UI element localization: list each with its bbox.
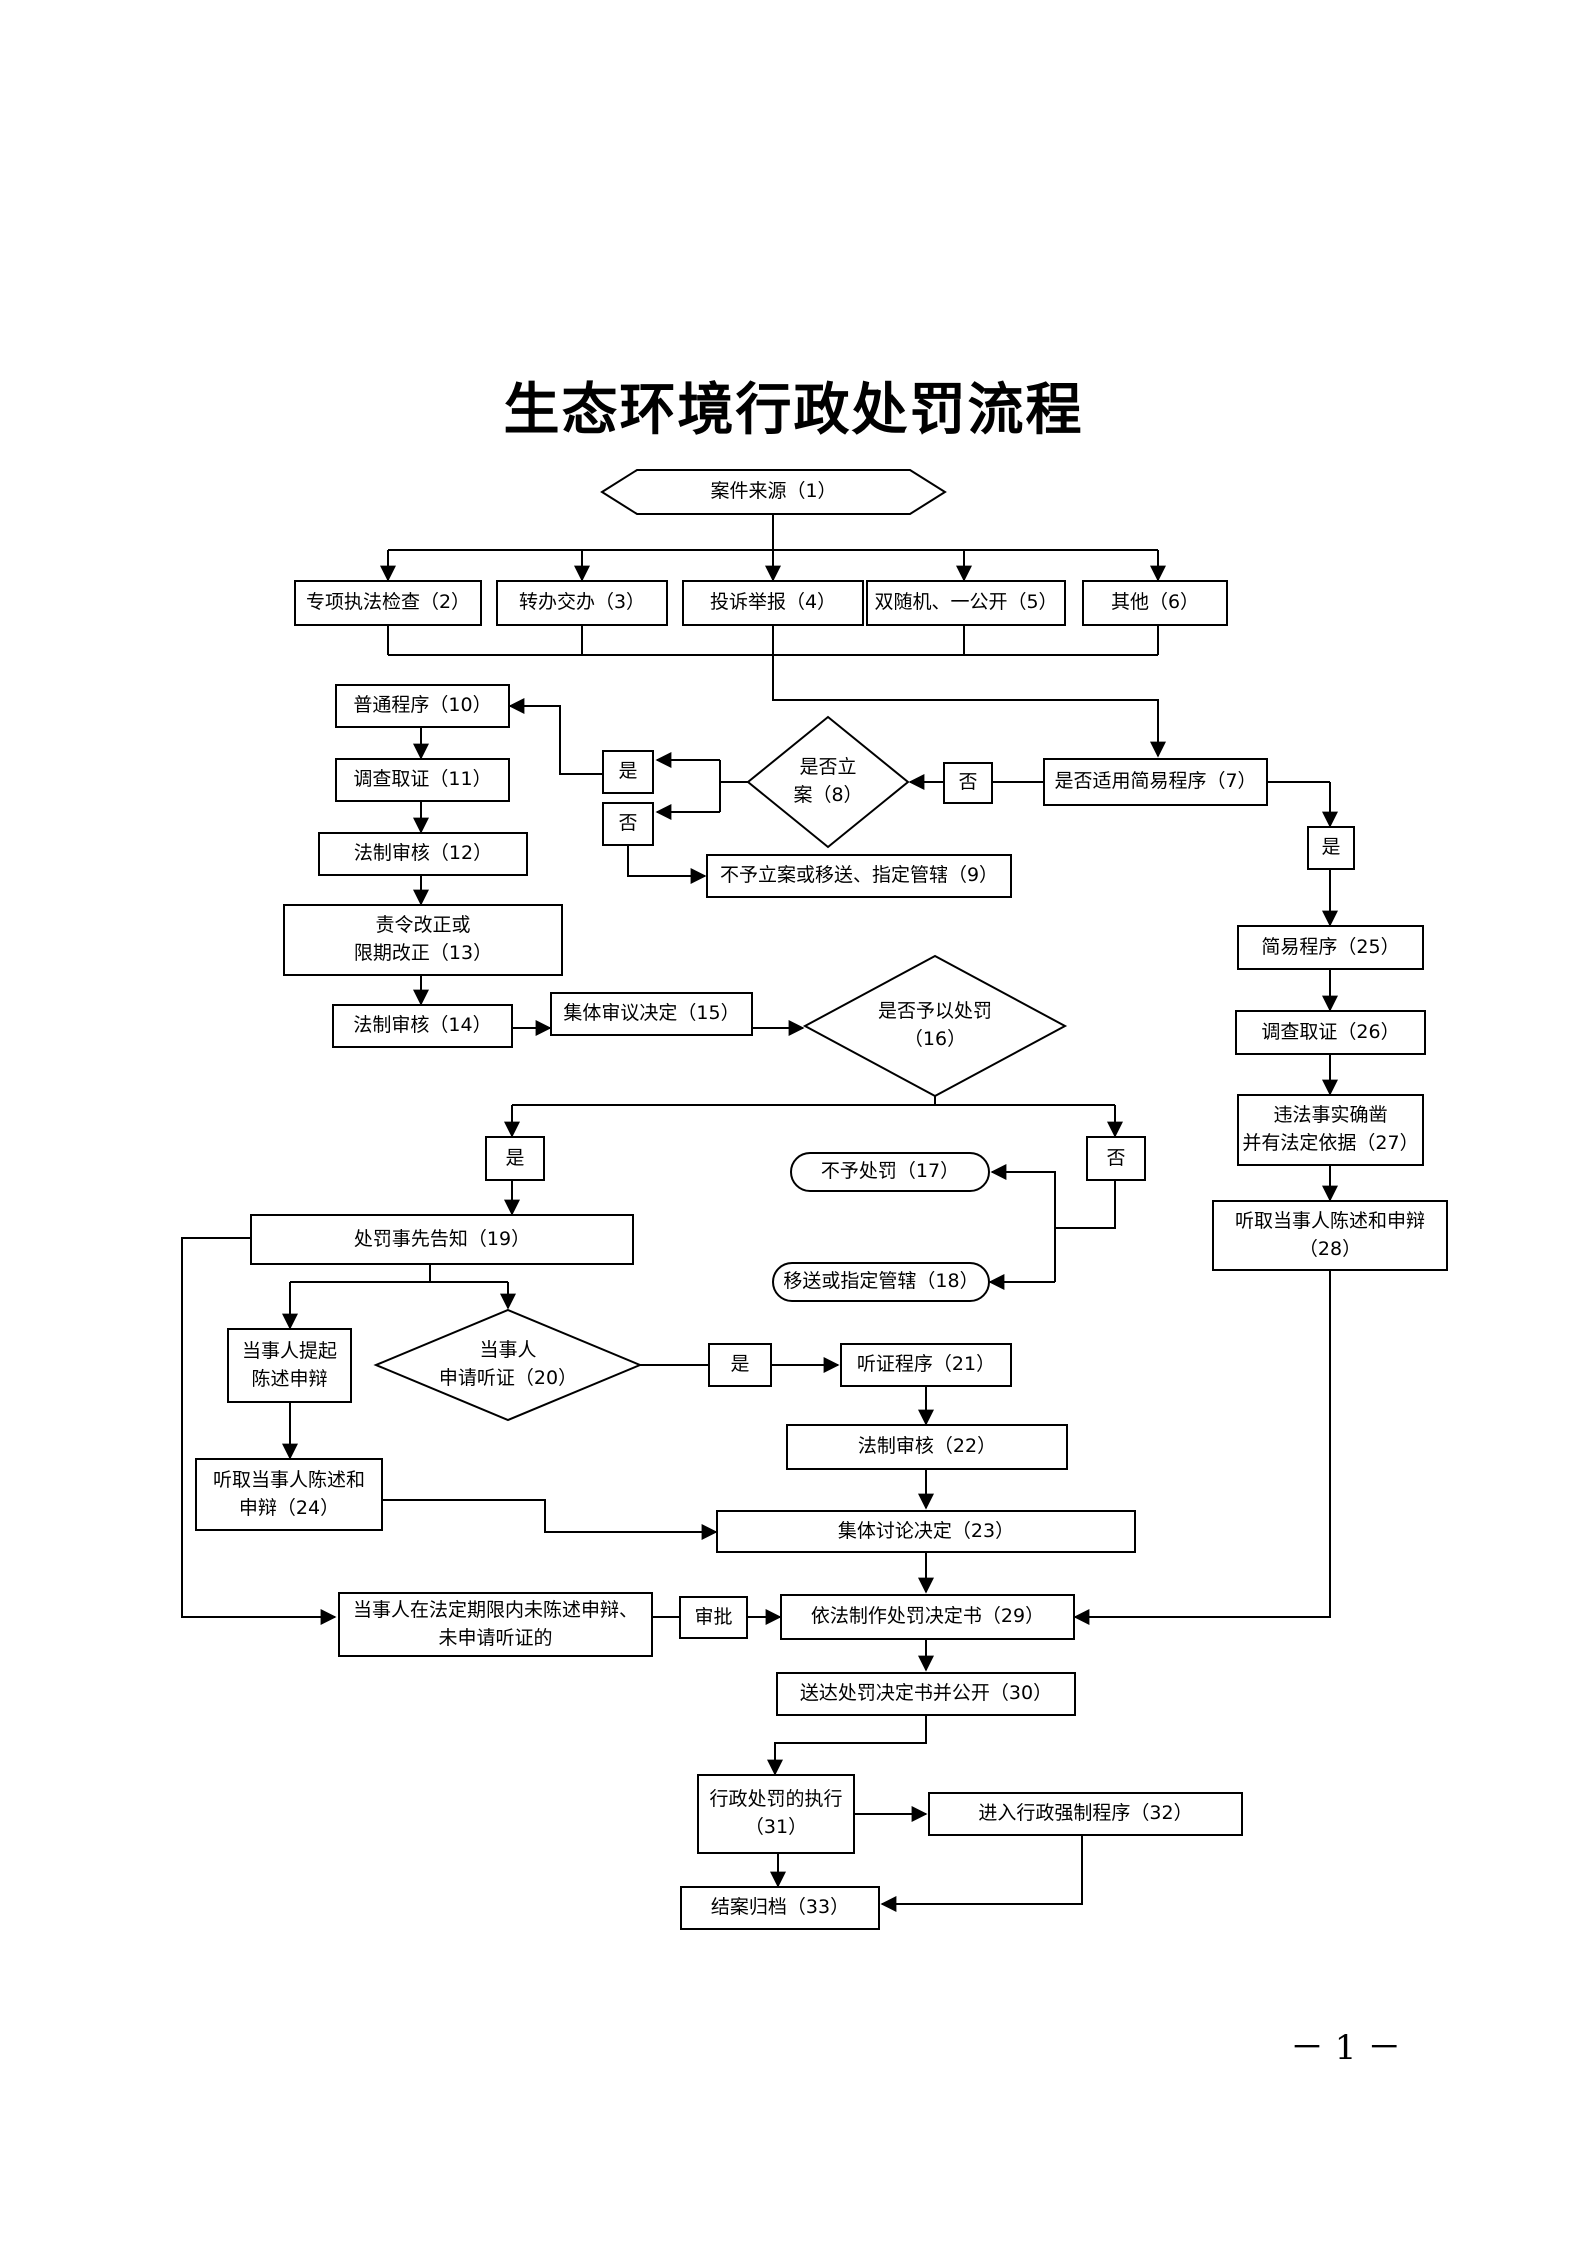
page-number: － 1 － <box>1290 2028 1402 2068</box>
node-simple-procedure: 简易程序（25） <box>1237 925 1424 970</box>
node-no-penalty: 不予处罚（17） <box>790 1152 990 1192</box>
node-hearing-procedure: 听证程序（21） <box>840 1343 1012 1387</box>
node-legal-review-22: 法制审核（22） <box>786 1424 1068 1470</box>
node-other: 其他（6） <box>1082 580 1228 626</box>
node-facts-confirmed: 违法事实确凿 并有法定依据（27） <box>1237 1094 1424 1166</box>
connector-yes-to-10 <box>508 698 602 775</box>
connectors <box>181 469 1338 1912</box>
node-double-random: 双随机、一公开（5） <box>866 580 1066 626</box>
node-execution: 行政处罚的执行 （31） <box>697 1774 855 1854</box>
label-approve: 审批 <box>679 1596 748 1639</box>
label-no-7: 否 <box>943 762 993 804</box>
connector-no-bracket <box>1055 1181 1116 1229</box>
node-party-statement: 当事人提起 陈述申辩 <box>227 1328 352 1403</box>
node-prior-notice: 处罚事先告知（19） <box>250 1214 634 1265</box>
node-hearing-request: 当事人 申请听证（20） <box>438 1339 578 1389</box>
arrow-32-33 <box>880 1836 1083 1912</box>
label-no-8: 否 <box>602 802 654 846</box>
node-enforcement: 进入行政强制程序（32） <box>928 1792 1243 1836</box>
hexagon-shape-1 <box>600 469 947 515</box>
node-deliver-decision: 送达处罚决定书并公开（30） <box>776 1672 1076 1716</box>
node-complaint-report: 投诉举报（4） <box>682 580 864 626</box>
node-legal-review-12: 法制审核（12） <box>318 832 528 876</box>
node-transfer-jurisdiction: 移送或指定管辖（18） <box>772 1262 990 1302</box>
node-simple-procedure-check: 是否适用简易程序（7） <box>1043 758 1268 806</box>
node-case-source: 案件来源（1） <box>710 480 837 503</box>
arrow-30-31 <box>767 1716 927 1776</box>
arrow-28-29 <box>1073 1271 1331 1625</box>
arrow-24-23 <box>383 1499 718 1540</box>
node-legal-review-14: 法制审核（14） <box>332 1004 513 1048</box>
connector-no-to-9 <box>627 844 707 884</box>
node-collective-review-15: 集体审议决定（15） <box>550 992 753 1036</box>
page-title: 生态环境行政处罚流程 <box>503 377 1084 443</box>
node-register-check: 是否立 案（8） <box>793 756 863 806</box>
label-yes-7: 是 <box>1307 826 1355 870</box>
label-yes-20: 是 <box>708 1343 772 1387</box>
arrow-to-17 <box>990 1164 1056 1282</box>
node-investigation-26: 调查取证（26） <box>1235 1010 1426 1055</box>
node-penalty-decision: 依法制作处罚决定书（29） <box>780 1594 1075 1640</box>
node-hear-statement-24: 听取当事人陈述和 申辩（24） <box>195 1458 383 1531</box>
label-yes-16: 是 <box>485 1136 545 1181</box>
diamond-shape-20 <box>373 1308 643 1422</box>
node-not-registered: 不予立案或移送、指定管辖（9） <box>706 854 1012 898</box>
node-case-closure: 结案归档（33） <box>680 1886 880 1930</box>
diamond-shape-8 <box>746 715 910 849</box>
node-penalty-check: 是否予以处罚 （16） <box>877 1000 992 1050</box>
label-no-16: 否 <box>1086 1136 1146 1181</box>
node-collective-discussion-23: 集体讨论决定（23） <box>716 1510 1136 1553</box>
connector-bus-to-7 <box>772 655 1166 758</box>
node-special-inspection: 专项执法检查（2） <box>294 580 482 626</box>
node-investigation-11: 调查取证（11） <box>335 758 510 802</box>
label-yes-8: 是 <box>602 750 654 794</box>
node-order-correction: 责令改正或 限期改正（13） <box>283 904 563 976</box>
node-general-procedure: 普通程序（10） <box>335 684 510 728</box>
arrow-19-to-35 <box>181 1237 337 1625</box>
node-no-statement-no-hearing: 当事人在法定期限内未陈述申辩、 未申请听证的 <box>338 1592 653 1657</box>
node-hear-statement-28: 听取当事人陈述和申辩 （28） <box>1212 1200 1448 1271</box>
node-transfer-assign: 转办交办（3） <box>496 580 668 626</box>
